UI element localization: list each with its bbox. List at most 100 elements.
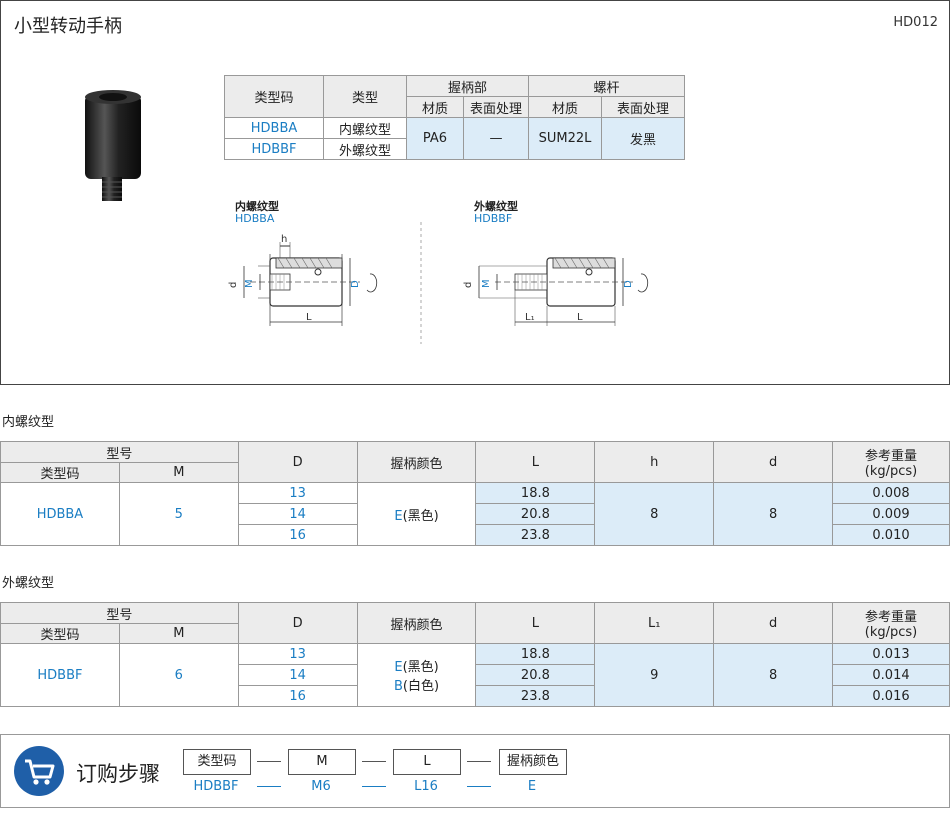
order-separator [362, 786, 386, 787]
header-grip-material: 材质 [406, 96, 464, 118]
header-weight-label: 参考重量 [865, 610, 918, 625]
order-separator [257, 761, 281, 762]
outer-d-cell: 8 [713, 643, 834, 707]
order-box-m: M [288, 749, 356, 775]
inner-type-code: HDBBA [0, 482, 120, 546]
outer-D-cell: 13 [237, 643, 358, 665]
inner-D-cell: 14 [237, 503, 358, 525]
header-d: d [713, 602, 834, 644]
inner-dimension-table: 型号 D 握柄颜色 L h d 参考重量(kg/pcs) 类型码 M HDBBA… [0, 441, 950, 546]
outer-M: 6 [118, 643, 239, 707]
header-model: 型号 [0, 602, 239, 624]
outer-type-code: HDBBF [0, 643, 120, 707]
header-weight: 参考重量(kg/pcs) [832, 441, 950, 483]
order-box-grip-color: 握柄颜色 [499, 749, 567, 775]
header-screw: 螺杆 [528, 75, 685, 97]
header-type-code: 类型码 [224, 75, 324, 118]
outer-thread-diagram: d M D L₁ L [463, 257, 649, 326]
screw-surface: 发黑 [601, 117, 685, 160]
outer-weight-cell: 0.013 [832, 643, 950, 665]
dim-L-label: L [306, 312, 312, 323]
diagram-divider [420, 222, 422, 344]
order-box-type-code: 类型码 [183, 749, 251, 775]
order-value-type-code: HDBBF [193, 779, 239, 794]
inner-L-cell: 23.8 [475, 524, 596, 546]
order-separator [362, 761, 386, 762]
type-code-hdbbf: HDBBF [224, 138, 324, 160]
dim-h-label: h [281, 234, 287, 245]
type-outer-thread: 外螺纹型 [323, 138, 407, 160]
outer-weight-cell: 0.016 [832, 685, 950, 707]
outer-L1-cell: 9 [594, 643, 715, 707]
order-separator [257, 786, 281, 787]
dim-m-label: M [244, 279, 255, 288]
outer-dimension-table: 型号 D 握柄颜色 L L₁ d 参考重量(kg/pcs) 类型码 M HDBB… [0, 602, 950, 707]
outer-section-label: 外螺纹型 [2, 576, 55, 591]
outer-D-cell: 14 [237, 664, 358, 686]
inner-weight-cell: 0.008 [832, 482, 950, 504]
header-D: D [237, 602, 358, 644]
inner-color-cell: E(黑色) [356, 482, 477, 546]
order-steps-panel: 订购步骤 类型码 M L 握柄颜色 HDBBF M6 L16 E [0, 734, 950, 808]
inner-weight-cell: 0.009 [832, 503, 950, 525]
inner-section-label: 内螺纹型 [2, 415, 55, 430]
inner-M: 5 [118, 482, 239, 546]
grip-material: PA6 [406, 117, 464, 160]
header-grip-surface: 表面处理 [463, 96, 529, 118]
diagram-left-title: 内螺纹型 [235, 200, 279, 213]
screw-material: SUM22L [528, 117, 602, 160]
inner-D-cell: 16 [237, 524, 358, 546]
outer-color-cell: E(黑色) B(白色) [356, 643, 477, 707]
order-value-m: M6 [311, 779, 331, 794]
header-grip-color: 握柄颜色 [356, 441, 477, 483]
diagram-right-caption: 外螺纹型 HDBBF [474, 201, 518, 225]
inner-d-cell: 8 [713, 482, 834, 546]
inner-L-cell: 18.8 [475, 482, 596, 504]
outer-L-cell: 18.8 [475, 643, 596, 665]
header-M: M [118, 623, 239, 644]
product-photo [85, 90, 141, 201]
color-option-black: E(黑色) [394, 660, 439, 675]
inner-L-cell: 20.8 [475, 503, 596, 525]
header-grip-color: 握柄颜色 [356, 602, 477, 644]
inner-weight-cell: 0.010 [832, 524, 950, 546]
order-separator [467, 761, 491, 762]
dim-m-label-outer: M [481, 279, 492, 288]
inner-D-cell: 13 [237, 482, 358, 504]
diagram-left-code: HDBBA [235, 212, 275, 225]
header-screw-material: 材质 [528, 96, 602, 118]
header-screw-surface: 表面处理 [601, 96, 685, 118]
header-type: 类型 [323, 75, 407, 118]
material-table: 类型码 类型 握柄部 螺杆 材质 表面处理 材质 表面处理 HDBBA 内螺纹型… [224, 75, 685, 160]
header-L: L [475, 602, 596, 644]
outer-L-cell: 23.8 [475, 685, 596, 707]
dim-d-label-outer: d [463, 282, 474, 288]
inner-h-cell: 8 [594, 482, 715, 546]
header-h: h [594, 441, 715, 483]
dim-d-label: d [228, 282, 239, 288]
color-option-white: B(白色) [393, 679, 440, 694]
order-title: 订购步骤 [76, 762, 160, 786]
outer-L-cell: 20.8 [475, 664, 596, 686]
outer-D-cell: 16 [237, 685, 358, 707]
type-inner-thread: 内螺纹型 [323, 117, 407, 139]
page-title: 小型转动手柄 [14, 16, 122, 37]
dim-D-label: D [350, 280, 361, 288]
header-L: L [475, 441, 596, 483]
header-model: 型号 [0, 441, 239, 463]
type-code-hdbba: HDBBA [224, 117, 324, 139]
header-weight-unit: (kg/pcs) [864, 625, 918, 640]
header-weight-unit: (kg/pcs) [864, 464, 918, 479]
dim-D-label-outer: D [623, 280, 634, 288]
header-weight: 参考重量(kg/pcs) [832, 602, 950, 644]
shopping-cart-icon [14, 746, 64, 796]
grip-surface: — [463, 117, 529, 160]
header-weight-label: 参考重量 [865, 449, 918, 464]
header-L1: L₁ [594, 602, 715, 644]
diagram-right-code: HDBBF [474, 212, 513, 225]
diagram-left-caption: 内螺纹型 HDBBA [235, 201, 279, 225]
header-type-code: 类型码 [0, 462, 120, 483]
order-value-l: L16 [414, 779, 438, 794]
header-type-code: 类型码 [0, 623, 120, 644]
header-M: M [118, 462, 239, 483]
